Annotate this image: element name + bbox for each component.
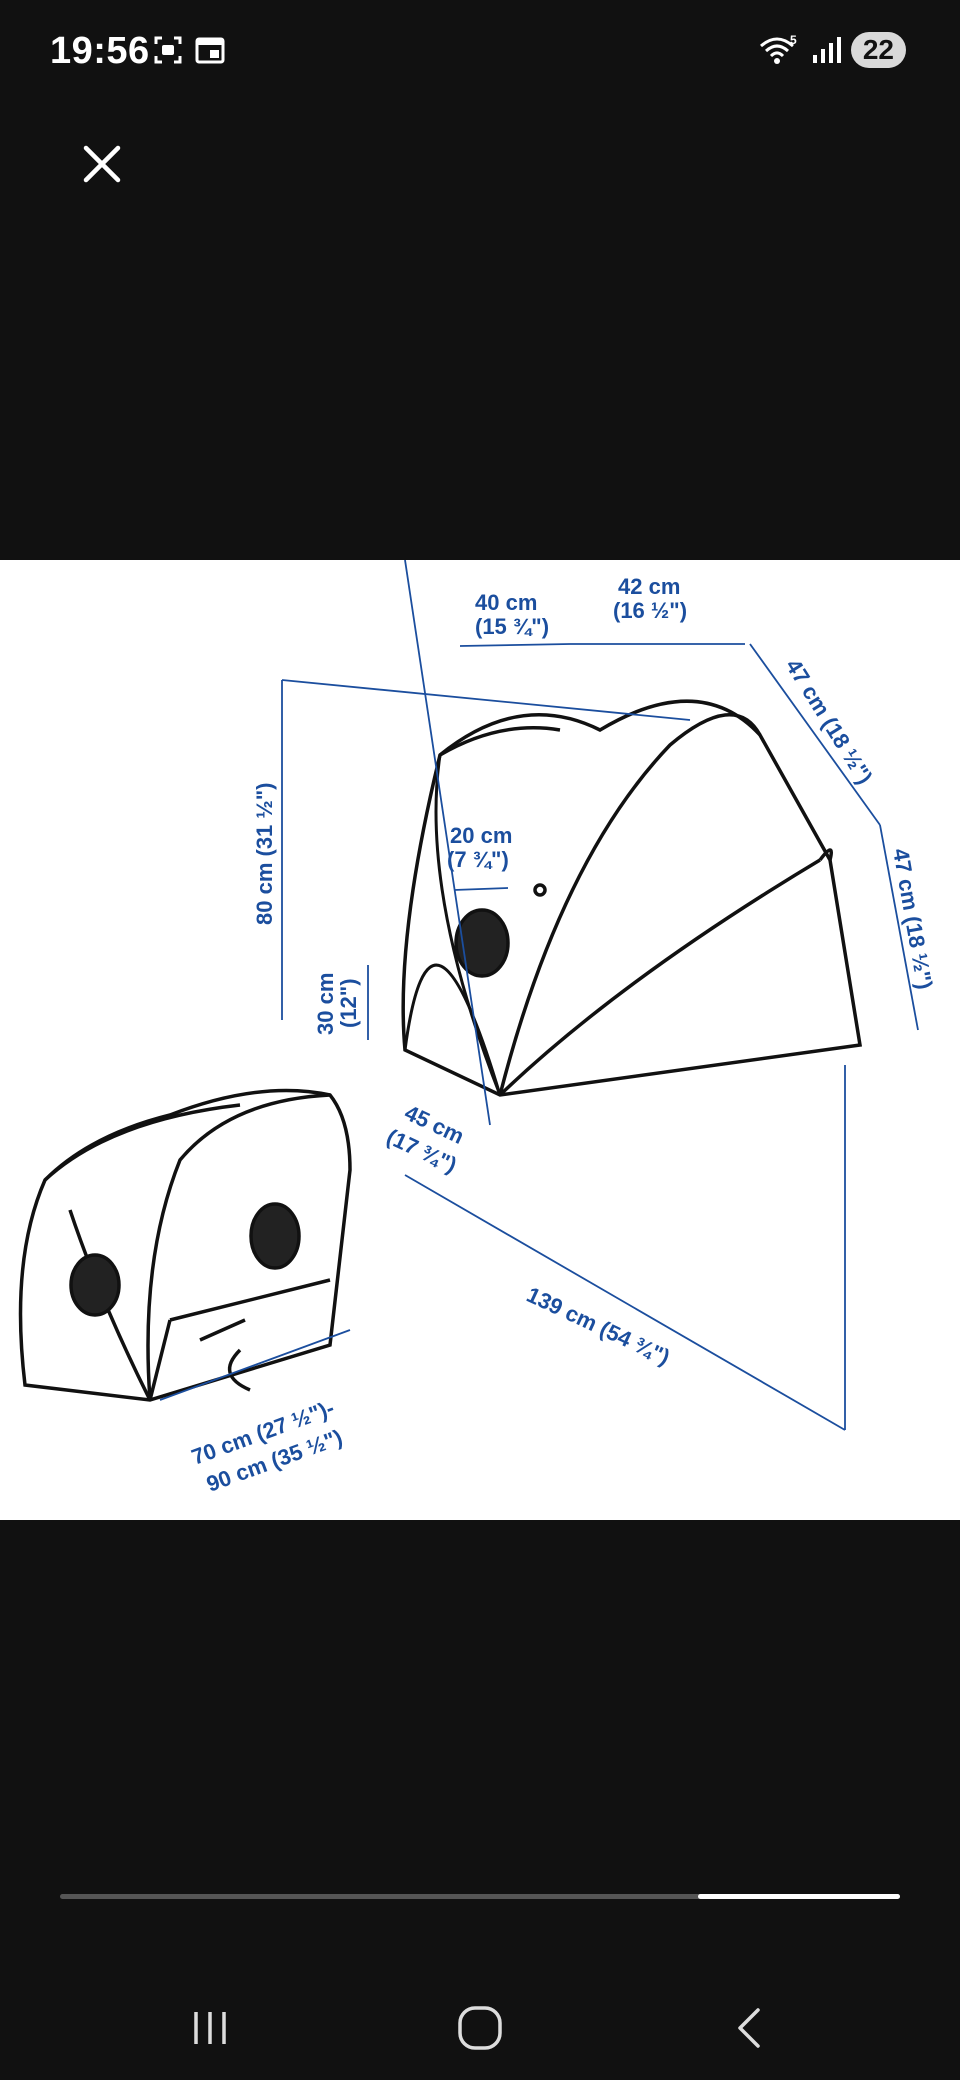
navigation-bar <box>0 1960 960 2080</box>
dim-window-height: 30 cm <box>313 973 338 1035</box>
wifi-icon: 5 <box>759 33 797 64</box>
close-button[interactable] <box>76 138 128 190</box>
dim-top-depth: 42 cm <box>618 574 680 599</box>
large-tent-drawing <box>401 699 863 1097</box>
close-icon <box>83 145 121 183</box>
small-tent-drawing <box>18 1088 352 1402</box>
recents-icon <box>194 2012 226 2044</box>
dim-side-lower: 47 cm (18 ½") <box>888 847 937 992</box>
dim-top-depth-in: (16 ½") <box>613 598 687 623</box>
wifi-badge: 5 <box>790 33 797 47</box>
back-button[interactable] <box>720 1998 780 2058</box>
dim-length: 139 cm (54 ¾") <box>523 1282 674 1370</box>
dim-window-in: (7 ¾") <box>447 847 509 872</box>
signal-icon <box>812 37 841 63</box>
product-image[interactable]: 40 cm (15 ¾") 42 cm (16 ½") 47 cm (18 ½"… <box>0 559 960 1520</box>
status-icons-right: 5 22 <box>757 32 906 68</box>
calendar-icon <box>195 37 225 64</box>
gallery-progress-bar <box>60 1894 900 1899</box>
gallery-progress-indicator <box>698 1894 900 1899</box>
status-icons-left <box>152 34 226 66</box>
back-icon <box>738 2008 760 2048</box>
dim-window: 20 cm <box>450 823 512 848</box>
tent-dimension-drawing: 40 cm (15 ¾") 42 cm (16 ½") 47 cm (18 ½"… <box>18 559 937 1497</box>
dim-top-width: 40 cm <box>475 590 537 615</box>
dim-window-height-in: (12") <box>336 978 361 1028</box>
screenshot-icon <box>154 36 182 64</box>
status-bar: 19:56 5 22 <box>0 0 960 104</box>
dimension-lines <box>159 559 919 1431</box>
battery-indicator: 22 <box>850 32 906 68</box>
home-button[interactable] <box>450 1998 510 2058</box>
status-time: 19:56 <box>50 30 150 72</box>
dim-side-upper: 47 cm (18 ½") <box>781 654 878 788</box>
home-icon <box>458 2006 502 2050</box>
recents-button[interactable] <box>180 1998 240 2058</box>
dim-top-width-in: (15 ¾") <box>475 614 549 639</box>
dim-height: 80 cm (31 ½") <box>252 782 277 925</box>
